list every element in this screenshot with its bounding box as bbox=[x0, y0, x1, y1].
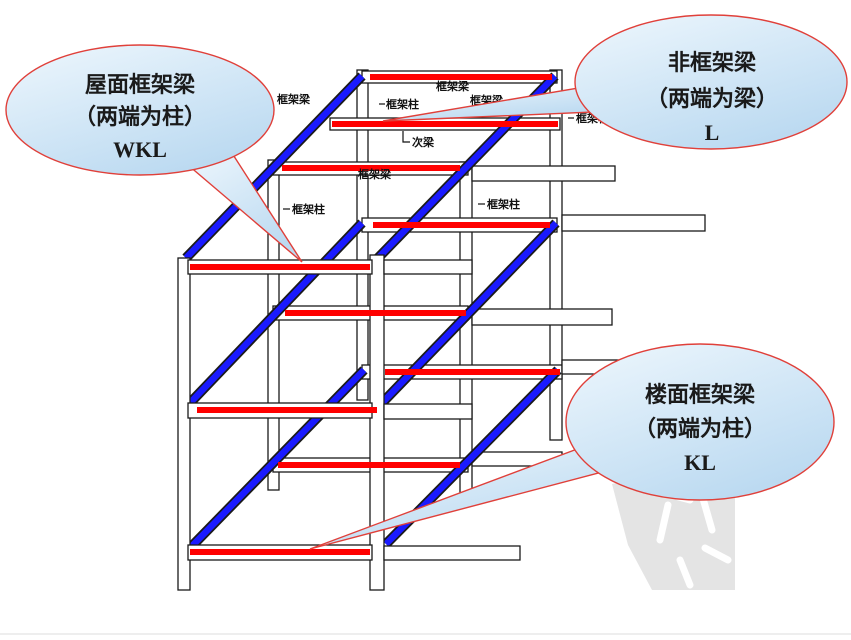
callout-note: （两端为柱） bbox=[634, 416, 766, 441]
beam-extension-middle-top bbox=[471, 165, 616, 182]
callout-floor-frame-beam: 楼面框架梁 （两端为柱） KL bbox=[309, 343, 835, 550]
depth-beam-mid-left bbox=[187, 220, 365, 406]
structure-label: 次梁 bbox=[412, 135, 435, 149]
beam-extension-middle-mid bbox=[471, 308, 613, 326]
callout-roof-frame-beam: 屋面框架梁 （两端为柱） WKL bbox=[5, 44, 303, 263]
callout-title: 屋面框架梁 bbox=[85, 72, 195, 97]
callout-bubble bbox=[574, 14, 848, 150]
column-front-left bbox=[177, 257, 191, 591]
beam-extension-front-mid bbox=[383, 403, 473, 420]
callout-bubble bbox=[5, 44, 275, 176]
column-front-right bbox=[369, 254, 385, 591]
callout-note: （两端为柱） bbox=[74, 104, 206, 129]
callout-bubble bbox=[565, 343, 835, 501]
callout-note: （两端为梁） bbox=[646, 86, 778, 111]
callout-code: L bbox=[705, 120, 720, 145]
callout-non-frame-beam: 非框架梁 （两端为梁） L bbox=[382, 14, 848, 150]
callout-title: 非框架梁 bbox=[668, 50, 756, 75]
structure-label: 框架柱 bbox=[386, 97, 419, 111]
label-leader bbox=[402, 131, 410, 143]
column-back-right bbox=[549, 69, 563, 441]
front-frame bbox=[177, 254, 521, 591]
column-middle-right bbox=[459, 161, 473, 498]
frame-beams bbox=[190, 74, 560, 555]
beam-extension-back-mid bbox=[561, 214, 706, 232]
depth-beam-top-left bbox=[183, 73, 365, 261]
structure-label: 框架梁 bbox=[436, 79, 470, 93]
beam-extension-front-top bbox=[383, 259, 473, 275]
callout-code: WKL bbox=[113, 137, 167, 162]
structure-label: 框架梁 bbox=[277, 92, 311, 106]
structure-label: 框架梁 bbox=[358, 167, 392, 181]
callout-title: 楼面框架梁 bbox=[645, 382, 755, 407]
callout-code: KL bbox=[684, 450, 716, 475]
beam-extension-front-bottom bbox=[383, 545, 521, 561]
depth-beam-bottom-left bbox=[189, 367, 367, 549]
structure-label: 框架柱 bbox=[487, 197, 520, 211]
structure-labels: 框架梁 框架柱 框架梁 框架梁 次梁 框架梁 框架柱 框架柱 框架柱 bbox=[277, 79, 609, 216]
structure-label: 框架柱 bbox=[292, 202, 325, 216]
bottom-rule bbox=[0, 633, 851, 635]
